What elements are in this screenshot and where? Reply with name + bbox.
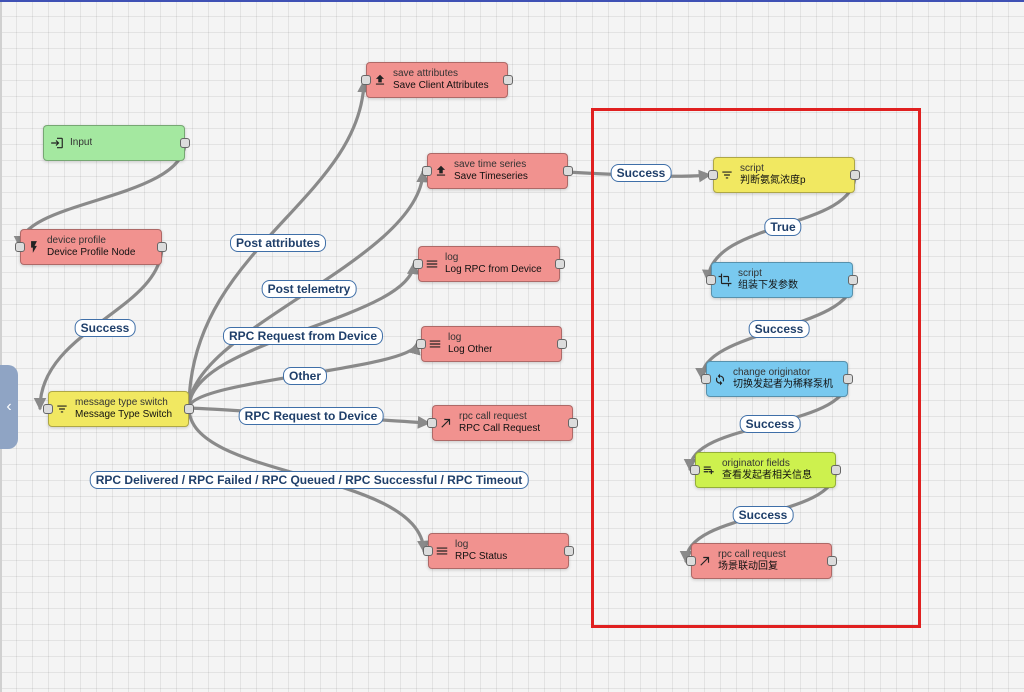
upload-icon xyxy=(367,73,393,87)
input-port[interactable] xyxy=(686,556,696,566)
input-port[interactable] xyxy=(701,374,711,384)
node-name: Message Type Switch xyxy=(75,409,173,420)
input-port[interactable] xyxy=(427,418,437,428)
node-type: originator fields xyxy=(722,457,790,469)
link-label-success[interactable]: Success xyxy=(610,164,672,182)
input-port[interactable] xyxy=(708,170,718,180)
menu-icon xyxy=(429,544,455,558)
rule-node-input[interactable]: Input xyxy=(43,125,190,161)
output-port[interactable] xyxy=(184,404,194,414)
node-name: 判断氨氮浓度p xyxy=(740,175,806,186)
input-port[interactable] xyxy=(423,546,433,556)
swap-icon xyxy=(707,372,733,386)
link-label-success[interactable]: Success xyxy=(74,319,136,337)
input-port[interactable] xyxy=(416,339,426,349)
link-label-other[interactable]: Other xyxy=(282,367,328,385)
node-name: 场景联动回复 xyxy=(718,561,778,572)
node-type: Input xyxy=(70,136,93,148)
node-name: 切换发起者为稀释泵机 xyxy=(733,379,833,390)
input-port[interactable] xyxy=(706,275,716,285)
node-name: Save Client Attributes xyxy=(393,80,489,91)
node-name: Log RPC from Device xyxy=(445,264,542,275)
arrow-up-right-icon xyxy=(433,416,459,430)
node-type: save time series xyxy=(454,158,527,170)
link-label-success[interactable]: Success xyxy=(739,415,801,433)
link-label-rpc-request-to-device[interactable]: RPC Request to Device xyxy=(238,407,384,425)
output-port[interactable] xyxy=(555,259,565,269)
output-port[interactable] xyxy=(180,138,190,148)
arrow-up-right-icon xyxy=(692,554,718,568)
node-name: RPC Status xyxy=(455,551,508,562)
node-type: rpc call request xyxy=(459,410,527,422)
node-type: log xyxy=(445,251,459,263)
node-name: Device Profile Node xyxy=(47,247,136,258)
node-type: change originator xyxy=(733,366,811,378)
node-name: Save Timeseries xyxy=(454,171,528,182)
link-label-rpc-status[interactable]: RPC Delivered / RPC Failed / RPC Queued … xyxy=(89,471,529,489)
top-bar xyxy=(0,0,1024,2)
link-label-success[interactable]: Success xyxy=(732,506,794,524)
node-name: 组装下发参数 xyxy=(738,280,798,291)
output-port[interactable] xyxy=(563,166,573,176)
node-type: log xyxy=(455,538,469,550)
playlist-add-icon xyxy=(696,463,722,477)
link-label-true[interactable]: True xyxy=(764,218,802,236)
crop-icon xyxy=(712,273,738,287)
node-type: log xyxy=(448,331,462,343)
bolt-icon xyxy=(21,240,47,254)
output-port[interactable] xyxy=(831,465,841,475)
node-name: RPC Call Request xyxy=(459,423,541,434)
node-type: save attributes xyxy=(393,67,459,79)
link-switch-save-attributes[interactable] xyxy=(187,79,371,410)
input-port[interactable] xyxy=(361,75,371,85)
output-port[interactable] xyxy=(503,75,513,85)
output-port[interactable] xyxy=(564,546,574,556)
output-port[interactable] xyxy=(557,339,567,349)
filter-icon xyxy=(714,168,740,182)
link-label-success[interactable]: Success xyxy=(748,320,810,338)
link-label-post-attributes[interactable]: Post attributes xyxy=(229,234,327,252)
output-port[interactable] xyxy=(843,374,853,384)
input-port[interactable] xyxy=(413,259,423,269)
menu-icon xyxy=(419,257,445,271)
node-type: device profile xyxy=(47,234,106,246)
link-label-rpc-request-from-device[interactable]: RPC Request from Device xyxy=(222,327,384,345)
node-name: Log Other xyxy=(448,344,493,355)
filter-icon xyxy=(49,402,75,416)
link-label-post-telemetry[interactable]: Post telemetry xyxy=(261,280,357,298)
input-port[interactable] xyxy=(690,465,700,475)
node-name: 查看发起者相关信息 xyxy=(722,470,812,481)
upload-icon xyxy=(428,164,454,178)
output-port[interactable] xyxy=(850,170,860,180)
input-port[interactable] xyxy=(15,242,25,252)
node-type: rpc call request xyxy=(718,548,786,560)
node-type: script xyxy=(740,162,764,174)
input-icon xyxy=(44,136,70,150)
panel-collapse-tab[interactable]: ‹ xyxy=(0,365,18,449)
output-port[interactable] xyxy=(827,556,837,566)
node-type: message type switch xyxy=(75,396,168,408)
output-port[interactable] xyxy=(157,242,167,252)
output-port[interactable] xyxy=(568,418,578,428)
canvas-left-edge xyxy=(0,2,2,692)
output-port[interactable] xyxy=(848,275,858,285)
node-type: script xyxy=(738,267,762,279)
input-port[interactable] xyxy=(422,166,432,176)
chevron-left-icon: ‹ xyxy=(6,398,12,415)
menu-icon xyxy=(422,337,448,351)
input-port[interactable] xyxy=(43,404,53,414)
